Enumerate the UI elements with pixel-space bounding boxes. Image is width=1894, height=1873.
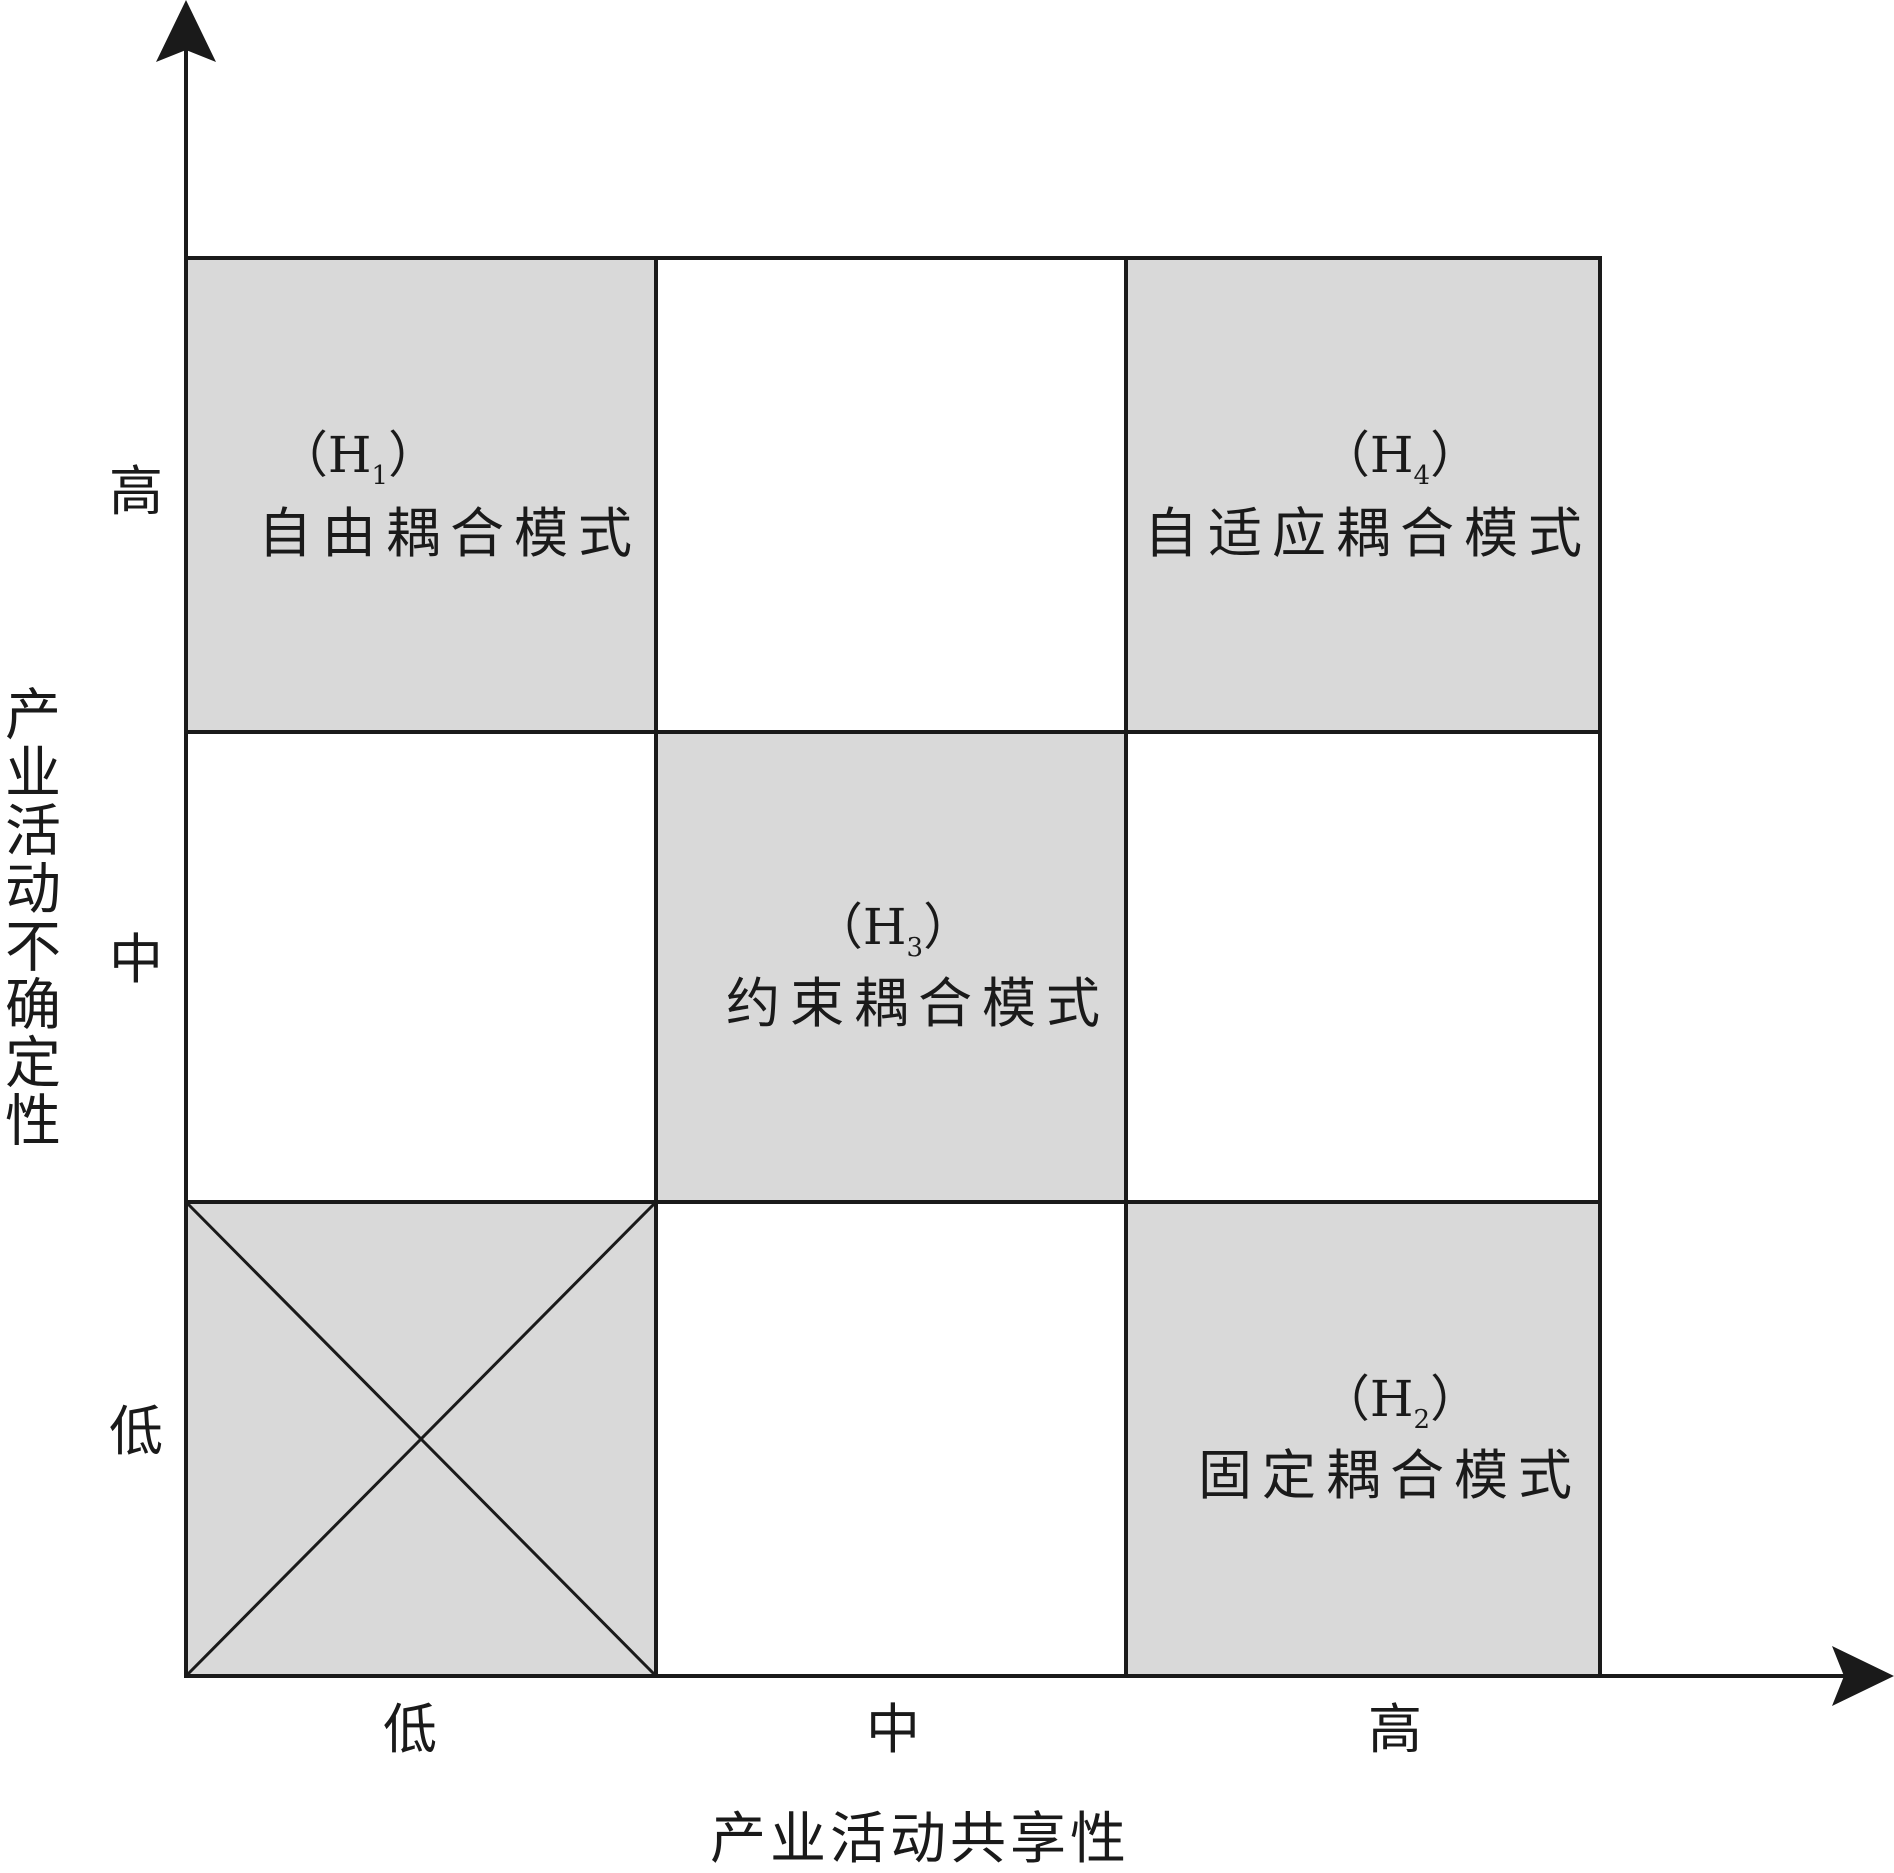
x-tick-high: 高 xyxy=(1368,1698,1422,1761)
label-h1-name: 自由耦合模式 xyxy=(258,502,642,565)
label-h4: （H4） 自适应耦合模式 xyxy=(1144,426,1592,565)
label-h3-code: （H3） xyxy=(813,898,973,963)
label-h1-code: （H1） xyxy=(278,426,438,491)
cell-high-uncertainty-low-sharing xyxy=(186,258,656,732)
y-axis-arrow-icon xyxy=(156,0,216,62)
x-tick-mid: 中 xyxy=(866,1698,920,1761)
cell-high-uncertainty-high-sharing xyxy=(1126,258,1600,732)
excluded-cell-cross xyxy=(184,1200,658,1678)
cell-mid-uncertainty-mid-sharing xyxy=(656,732,1126,1202)
label-h4-name: 自适应耦合模式 xyxy=(1144,502,1592,565)
label-h2-code: （H2） xyxy=(1320,1370,1480,1435)
label-h3-name: 约束耦合模式 xyxy=(726,972,1110,1035)
x-tick-low: 低 xyxy=(383,1698,437,1761)
x-axis-arrow-icon xyxy=(1832,1646,1894,1706)
cell-low-uncertainty-high-sharing xyxy=(1126,1202,1600,1676)
label-h1: （H1） 自由耦合模式 xyxy=(258,426,642,565)
y-tick-mid: 中 xyxy=(109,928,163,991)
label-h4-code: （H4） xyxy=(1320,426,1480,491)
label-h2: （H2） 固定耦合模式 xyxy=(1198,1370,1582,1507)
x-axis-title: 产业活动共享性 xyxy=(710,1807,1130,1872)
label-h2-name: 固定耦合模式 xyxy=(1198,1444,1582,1507)
y-axis-title: 产业活动不确定性 xyxy=(0,685,61,1149)
x-axis xyxy=(186,1646,1894,1706)
label-h3: （H3） 约束耦合模式 xyxy=(726,898,1110,1035)
y-tick-high: 高 xyxy=(109,460,163,523)
y-tick-low: 低 xyxy=(109,1400,163,1463)
y-axis xyxy=(156,0,216,1676)
